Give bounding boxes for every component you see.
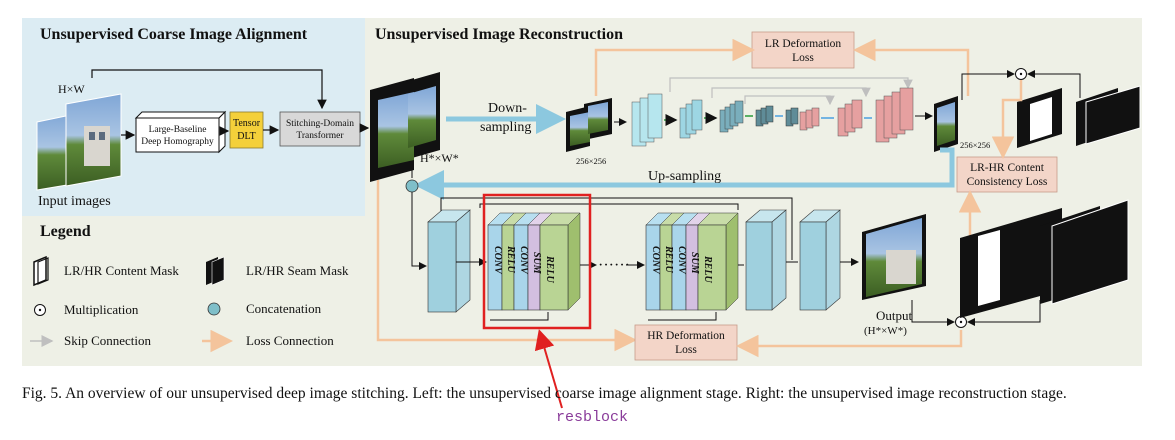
concatenation-icon — [207, 302, 221, 316]
conv-label: CONV — [518, 246, 529, 275]
resblock-1 — [487, 212, 581, 311]
figure-caption: Fig. 5. An overview of our unsupervised … — [22, 385, 1067, 402]
hr-seam-mask — [1040, 199, 1129, 305]
resblock-annotation: resblock — [556, 409, 629, 426]
relu-label: RELU — [663, 245, 674, 273]
lr-size-out: 256×256 — [960, 140, 990, 150]
svg-text:Transformer: Transformer — [296, 130, 344, 141]
lr-unet — [631, 77, 933, 147]
svg-text:Large-Baseline: Large-Baseline — [149, 125, 207, 135]
legend-skip: Skip Connection — [64, 333, 152, 348]
lr-multiplication-node — [1015, 68, 1027, 80]
up-label: Up-sampling — [648, 169, 721, 184]
warped-images — [370, 72, 440, 182]
legend-multiplication: Multiplication — [64, 302, 139, 317]
hr-content-mask — [960, 208, 1062, 318]
legend-title: Legend — [40, 223, 91, 240]
lr-output-image — [934, 96, 958, 152]
ellipsis: ······ — [598, 257, 630, 274]
conv-label: CONV — [650, 246, 661, 275]
legend-seam-mask: LR/HR Seam Mask — [246, 263, 349, 278]
concat-node — [405, 179, 419, 193]
resblock-highlight — [482, 193, 592, 330]
resblock-pointer-arrow — [534, 329, 563, 409]
relu-label: RELU — [702, 255, 713, 283]
lr-content-mask — [1017, 88, 1062, 148]
seam-mask-icon — [206, 256, 225, 286]
transformer-box: Stitching-Domain Transformer — [279, 111, 361, 147]
lr-seam-mask — [1076, 85, 1141, 146]
tensor-dlt-box: Tensor DLT — [229, 111, 264, 149]
warped-size-label: H*×W* — [420, 151, 459, 165]
svg-text:Consistency Loss: Consistency Loss — [967, 176, 1048, 188]
legend-content-mask: LR/HR Content Mask — [64, 263, 179, 278]
content-mask-icon — [33, 255, 49, 287]
output-label: Output — [876, 308, 913, 323]
hr-multiplication-node — [955, 316, 967, 328]
svg-text:DLT: DLT — [237, 131, 256, 142]
svg-text:Loss: Loss — [675, 344, 697, 356]
legend-panel — [22, 216, 365, 366]
reconstruction-title: Unsupervised Image Reconstruction — [375, 26, 623, 43]
legend-concatenation: Concatenation — [246, 301, 322, 316]
hr-network: ······ — [427, 197, 859, 321]
input-size-label: H×W — [58, 82, 85, 96]
legend-loss: Loss Connection — [246, 333, 334, 348]
relu-layer — [539, 224, 569, 311]
svg-text:LR-HR Content: LR-HR Content — [970, 162, 1045, 174]
svg-text:Loss: Loss — [792, 52, 814, 64]
down-label-1: Down- — [488, 101, 527, 116]
multiplication-icon — [34, 304, 46, 316]
relu-label: RELU — [505, 245, 516, 273]
svg-text:Tensor: Tensor — [233, 118, 261, 129]
input-images-label: Input images — [38, 194, 111, 209]
svg-text:Deep Homography: Deep Homography — [141, 137, 214, 147]
input-images — [36, 93, 122, 191]
relu-label: RELU — [544, 255, 555, 283]
lr-input-images — [566, 98, 612, 152]
svg-text:Stitching-Domain: Stitching-Domain — [286, 119, 354, 129]
svg-text:LR Deformation: LR Deformation — [765, 38, 842, 50]
conv-label: CONV — [492, 246, 503, 275]
output-size-label: (H*×W*) — [864, 325, 907, 337]
down-label-2: sampling — [480, 120, 531, 135]
conv-label: CONV — [676, 246, 687, 275]
svg-text:HR Deformation: HR Deformation — [647, 330, 725, 342]
hr-output-image — [862, 214, 926, 300]
relu-layer — [697, 224, 727, 311]
sum-label: SUM — [531, 252, 542, 275]
sum-label: SUM — [689, 252, 700, 275]
alignment-title: Unsupervised Coarse Image Alignment — [40, 26, 308, 43]
resblock-2 — [645, 212, 739, 311]
hr-deformation-loss — [634, 324, 738, 361]
lr-size-in: 256×256 — [576, 156, 606, 166]
homography-box: Large-Baseline Deep Homography — [134, 110, 227, 154]
